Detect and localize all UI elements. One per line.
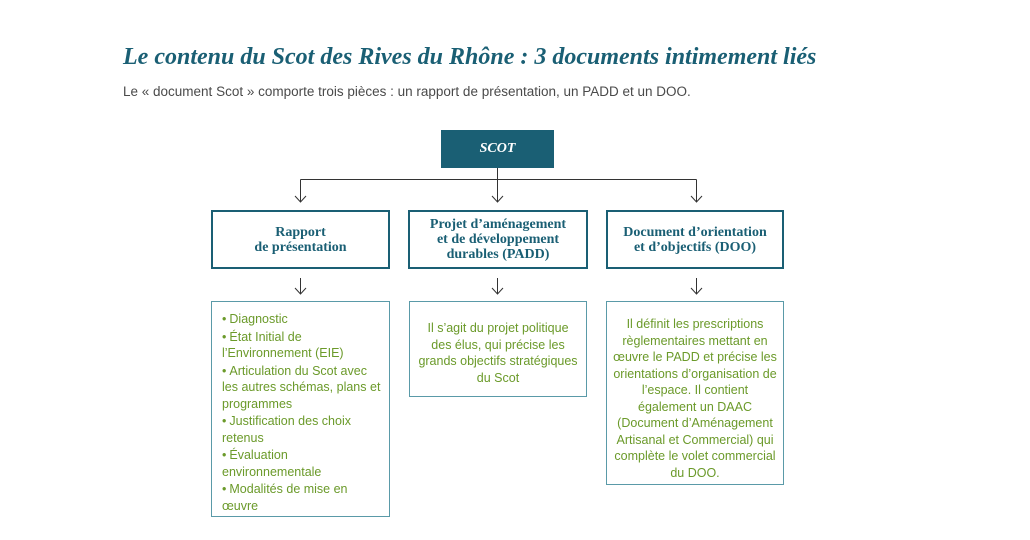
list-item-text: État Initial de l’Environnement (EIE): [222, 329, 344, 361]
document-doo-label: Document d’orientation et d’objectifs (D…: [623, 224, 767, 255]
list-item-text: Évaluation environnementale: [222, 448, 322, 479]
bullet: •: [222, 482, 227, 496]
arrow-head-doo: [690, 195, 703, 203]
arrow-head-rapport: [294, 195, 307, 203]
list-item: •Modalités de mise en œuvre: [222, 481, 383, 514]
list-item-text: Justification des choix retenus: [222, 414, 351, 445]
bullet: •: [222, 312, 227, 326]
bullet: •: [222, 414, 227, 428]
document-padd-label: Projet d’aménagement et de développement…: [429, 217, 567, 262]
document-rapport-presentation: Rapport de présentation: [211, 210, 390, 269]
list-item: •Diagnostic: [222, 311, 383, 328]
document-rapport-label: Rapport de présentation: [254, 224, 347, 255]
doo-detail-box: Il définit les prescriptions règlementai…: [606, 301, 784, 485]
page-subtitle: Le « document Scot » comporte trois pièc…: [123, 84, 691, 99]
list-item: •Justification des choix retenus: [222, 413, 383, 446]
list-item: •Évaluation environnementale: [222, 447, 383, 480]
page-title: Le contenu du Scot des Rives du Rhône : …: [123, 44, 817, 70]
list-item-text: Diagnostic: [229, 312, 288, 326]
arrow-head-doo-detail: [690, 287, 703, 295]
list-item-text: Articulation du Scot avec les autres sch…: [222, 363, 381, 411]
bullet: •: [222, 448, 227, 462]
padd-description: Il s’agit du projet politique des élus, …: [418, 321, 578, 385]
bullet: •: [222, 363, 227, 378]
arrow-head-rapport-detail: [294, 287, 307, 295]
arrow-head-padd-detail: [491, 287, 504, 295]
bullet: •: [222, 329, 227, 344]
document-doo: Document d’orientation et d’objectifs (D…: [606, 210, 784, 269]
padd-detail-box: Il s’agit du projet politique des élus, …: [409, 301, 587, 397]
list-item: •Articulation du Scot avec les autres sc…: [222, 363, 383, 413]
rapport-items-list: •Diagnostic •État Initial de l’Environne…: [222, 311, 383, 514]
rapport-detail-box: •Diagnostic •État Initial de l’Environne…: [211, 301, 390, 517]
arrow-head-padd: [491, 195, 504, 203]
list-item-text: Modalités de mise en œuvre: [222, 482, 348, 513]
doo-description: Il définit les prescriptions règlementai…: [613, 317, 777, 480]
list-item: •État Initial de l’Environnement (EIE): [222, 329, 383, 362]
document-padd: Projet d’aménagement et de développement…: [408, 210, 588, 269]
scot-root-node: SCOT: [441, 130, 554, 168]
